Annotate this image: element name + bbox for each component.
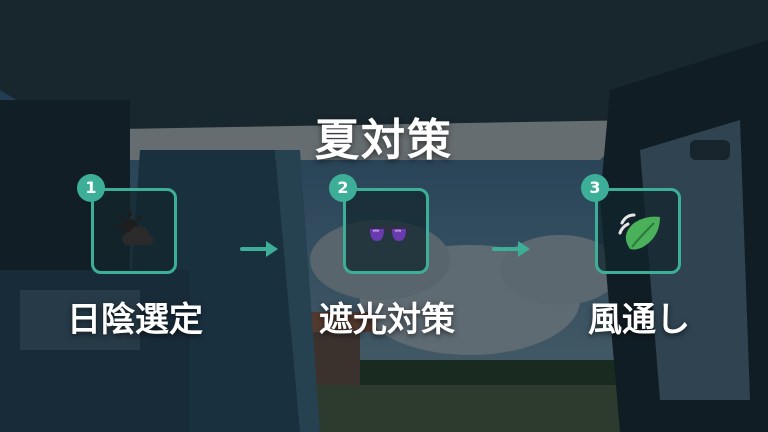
arrow-right-icon — [492, 241, 530, 257]
step-number-badge: 3 — [581, 174, 609, 202]
step-shade-selection: 1 日陰選定 — [35, 174, 235, 348]
page-title: 夏対策 — [315, 115, 453, 166]
step-number-badge: 1 — [77, 174, 105, 202]
step-number-badge: 2 — [329, 174, 357, 202]
arrow-right-icon — [240, 241, 278, 257]
step-label: 日陰選定 — [67, 300, 203, 340]
step-shading-measures: 2 遮光対策 — [287, 174, 487, 348]
step-icon-box — [343, 188, 429, 274]
step-icon-box — [595, 188, 681, 274]
step-label: 遮光対策 — [319, 300, 455, 340]
sun-behind-cloud-icon — [114, 210, 154, 245]
leaf-wind-icon — [618, 213, 660, 250]
step-ventilation: 3 風通し — [539, 174, 739, 348]
step-icon-box — [91, 188, 177, 274]
step-label: 風通し — [588, 300, 690, 340]
sunglasses-icon — [366, 227, 410, 241]
